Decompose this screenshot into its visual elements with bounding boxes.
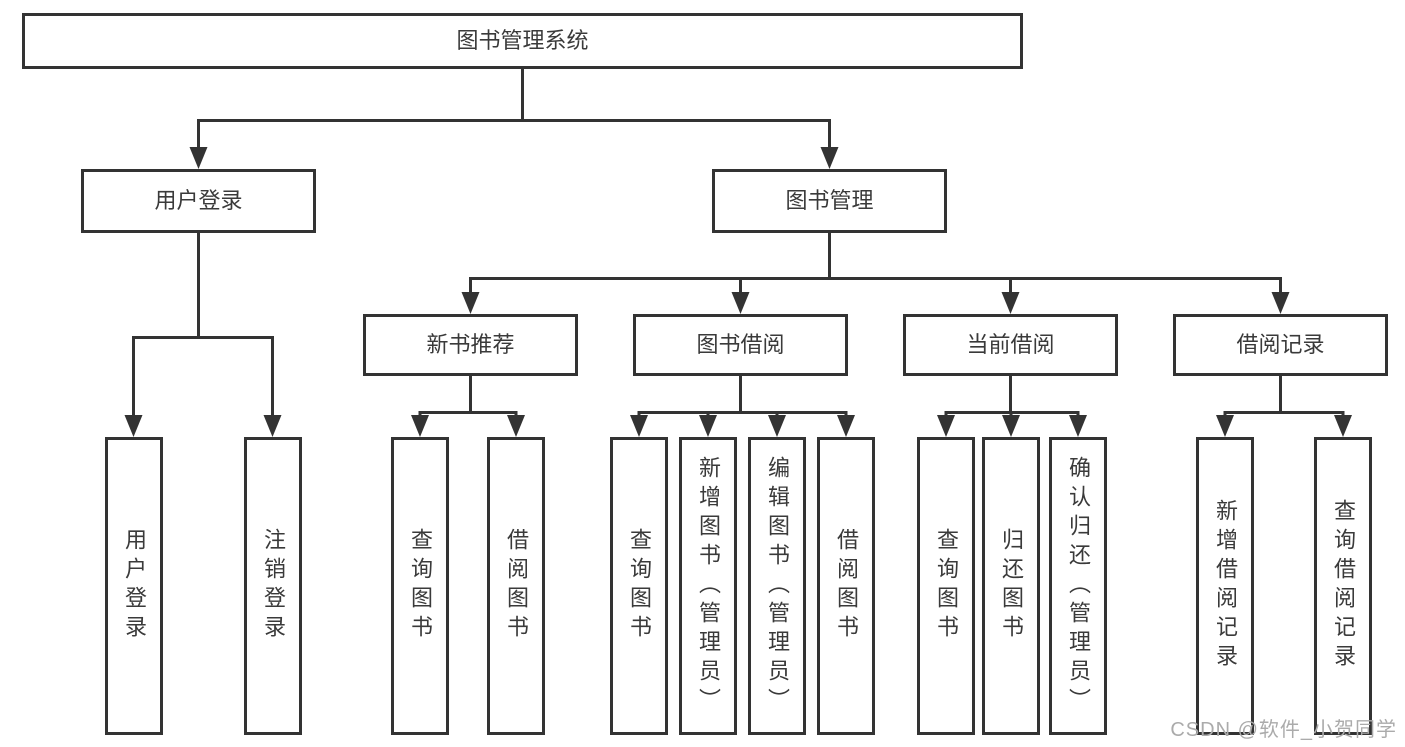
node-book-borrow: 图书借阅 [633,314,848,376]
node-root-system: 图书管理系统 [22,13,1023,69]
leaf-confirm-return-admin: 确认归还（管理员） [1049,437,1107,735]
edge-level3-bar [469,277,1282,308]
arrowhead-leaf-query-3 [937,415,955,437]
leaf-add-borrow-record: 新增借阅记录 [1196,437,1254,735]
csdn-watermark: CSDN @软件_小贺同学 [1170,719,1397,741]
leaf-logout: 注销登录 [244,437,302,735]
arrowhead-leaf-query-record [1334,415,1352,437]
node-book-management: 图书管理 [712,169,947,233]
node-new-book-recommend: 新书推荐 [363,314,578,376]
arrowhead-book-borrow [731,292,750,314]
arrowhead-leaf-edit-book [768,415,786,437]
arrowhead-leaf-logout [263,415,282,437]
arrowhead-current-borrow [1001,292,1020,314]
arrowhead-leaf-query-1 [411,415,429,437]
arrowhead-leaf-return [1002,415,1020,437]
arrowhead-user-login [189,147,208,169]
edge-level2-bar [197,119,831,163]
leaf-return-books: 归还图书 [982,437,1040,735]
leaf-query-books-borrow: 查询图书 [610,437,668,735]
leaf-query-borrow-record: 查询借阅记录 [1314,437,1372,735]
arrowhead-leaf-borrow-1 [507,415,525,437]
arrowhead-borrow-records [1271,292,1290,314]
arrowhead-leaf-add-record [1216,415,1234,437]
edge-borrow-records-bar [1223,411,1345,431]
arrowhead-leaf-login [124,415,143,437]
leaf-add-books-admin: 新增图书（管理员） [679,437,737,735]
edge-book-borrow-bar [637,411,848,431]
edge-user-login-bar [132,336,274,431]
node-borrow-records: 借阅记录 [1173,314,1388,376]
arrowhead-new-book [461,292,480,314]
leaf-query-books-recommend: 查询图书 [391,437,449,735]
leaf-borrow-books-recommend: 借阅图书 [487,437,545,735]
arrowhead-leaf-add-book [699,415,717,437]
leaf-user-login: 用户登录 [105,437,163,735]
arrowhead-leaf-confirm-return [1069,415,1087,437]
leaf-edit-books-admin: 编辑图书（管理员） [748,437,806,735]
arrowhead-leaf-borrow-2 [837,415,855,437]
leaf-query-books-current: 查询图书 [917,437,975,735]
node-user-login: 用户登录 [81,169,316,233]
arrowhead-leaf-query-2 [630,415,648,437]
edge-new-book-bar [418,411,518,431]
leaf-borrow-books: 借阅图书 [817,437,875,735]
node-current-borrow: 当前借阅 [903,314,1118,376]
arrowhead-book-management [820,147,839,169]
